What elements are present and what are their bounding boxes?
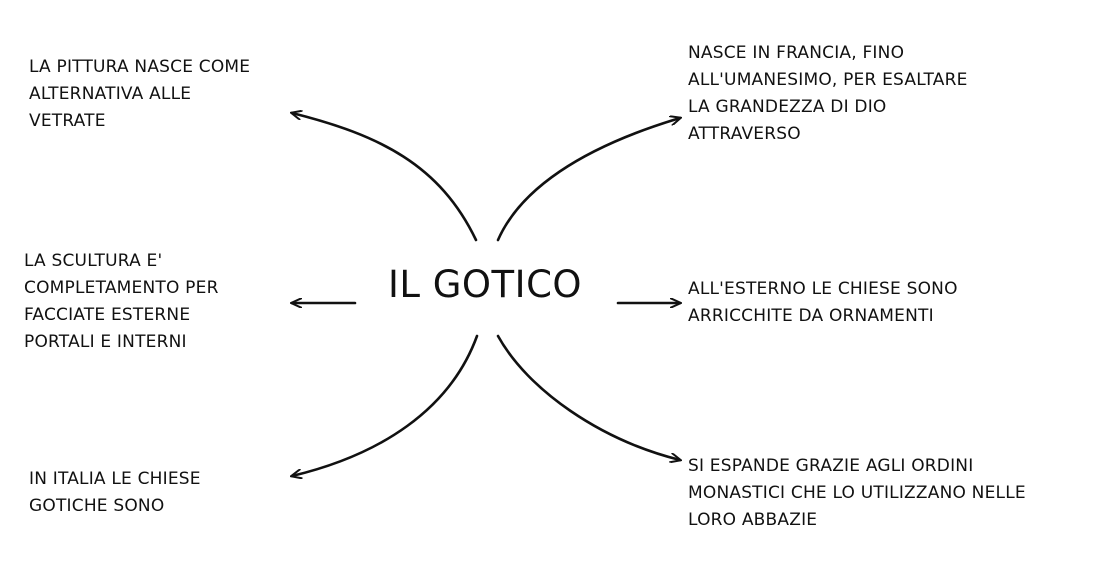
node-text-line: PORTALI E INTERNI [24, 332, 187, 352]
node-text-line: LA GRANDEZZA DI DIO [688, 97, 887, 117]
node-text-line: COMPLETAMENTO PER [24, 278, 219, 298]
node-text-line: ALL'ESTERNO LE CHIESE SONO [688, 279, 958, 299]
node-bottom-right: SI ESPANDE GRAZIE AGLI ORDINI MONASTICI … [688, 453, 1026, 534]
arrow-to-bottom-right [496, 334, 680, 460]
node-text-line: MONASTICI CHE LO UTILIZZANO NELLE [688, 483, 1026, 503]
node-text-line: IN ITALIA LE CHIESE [29, 469, 201, 489]
node-middle-right: ALL'ESTERNO LE CHIESE SONO ARRICCHITE DA… [688, 276, 958, 330]
node-middle-left: LA SCULTURA E' COMPLETAMENTO PER FACCIAT… [24, 248, 219, 356]
node-text-line: LORO ABBAZIE [688, 510, 818, 530]
node-text-line: ATTRAVERSO [688, 124, 801, 144]
node-text-line: GOTICHE SONO [29, 496, 165, 516]
arrow-to-top-right [496, 118, 680, 242]
central-title: IL GOTICO [387, 263, 583, 306]
arrow-to-top-left [292, 113, 478, 242]
arrow-to-bottom-left [292, 334, 479, 476]
node-text-line: VETRATE [29, 111, 106, 131]
node-text-line: NASCE IN FRANCIA, FINO [688, 43, 905, 63]
node-text-line: ALL'UMANESIMO, PER ESALTARE [688, 70, 968, 90]
node-text-line: LA PITTURA NASCE COME [29, 57, 251, 77]
node-text-line: SI ESPANDE GRAZIE AGLI ORDINI [688, 456, 974, 476]
node-top-right: NASCE IN FRANCIA, FINO ALL'UMANESIMO, PE… [688, 40, 968, 148]
node-bottom-left: IN ITALIA LE CHIESE GOTICHE SONO [29, 466, 201, 520]
node-text-line: ALTERNATIVA ALLE [29, 84, 192, 104]
node-text-line: FACCIATE ESTERNE [24, 305, 191, 325]
node-text-line: ARRICCHITE DA ORNAMENTI [688, 306, 934, 326]
node-text-line: LA SCULTURA E' [24, 251, 163, 271]
node-top-left: LA PITTURA NASCE COME ALTERNATIVA ALLE V… [29, 54, 250, 135]
